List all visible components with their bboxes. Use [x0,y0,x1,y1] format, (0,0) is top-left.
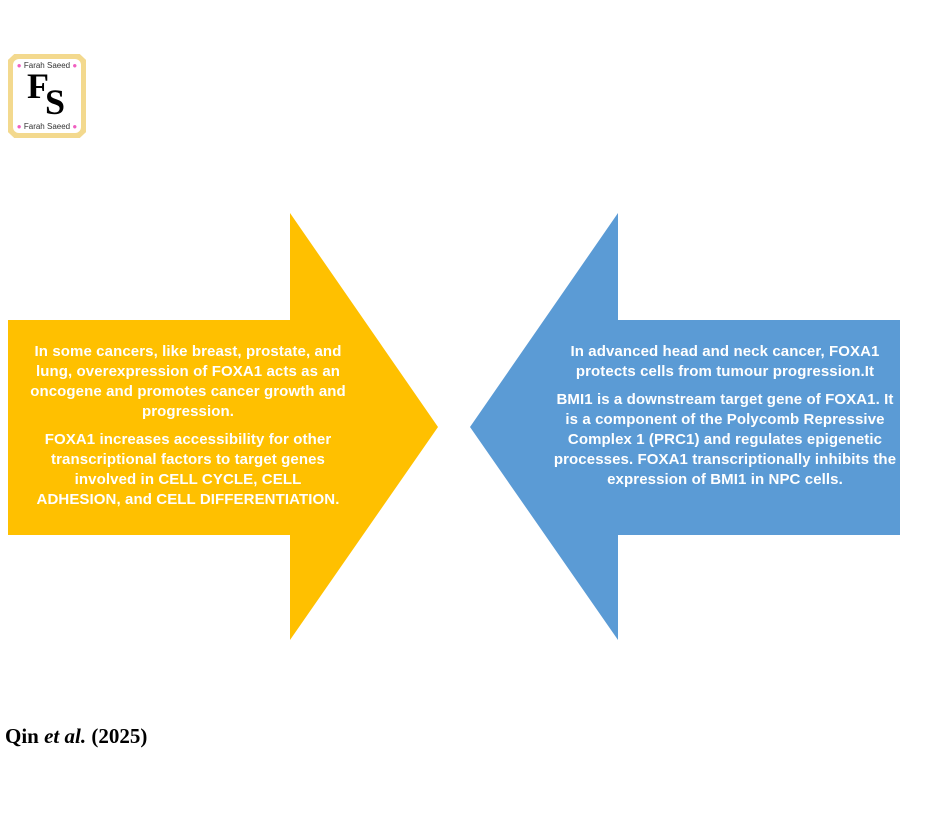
right-arrow-paragraph-1: In advanced head and neck cancer, FOXA1 … [570,343,880,380]
right-arrow-paragraph-2: BMI1 is a downstream target gene of FOXA… [553,391,897,488]
left-arrow-paragraph-1: In some cancers, like breast, prostate, … [30,343,346,420]
right-pointing-arrow [8,213,438,640]
logo-name-top: Farah Saeed [23,61,71,70]
farah-saeed-logo: ● Farah Saeed ● F S ● Farah Saeed ● [8,54,86,138]
left-arrow-text: In some cancers, like breast, prostate, … [18,342,358,518]
right-arrow-text: In advanced head and neck cancer, FOXA1 … [552,342,898,498]
left-arrow-paragraph-2: FOXA1 increases accessibility for other … [36,431,340,508]
citation: Qin et al. (2025) [5,724,148,748]
logo-name-bottom: Farah Saeed [23,122,71,131]
left-pointing-arrow [470,213,900,640]
logo-monogram: F [27,66,49,106]
